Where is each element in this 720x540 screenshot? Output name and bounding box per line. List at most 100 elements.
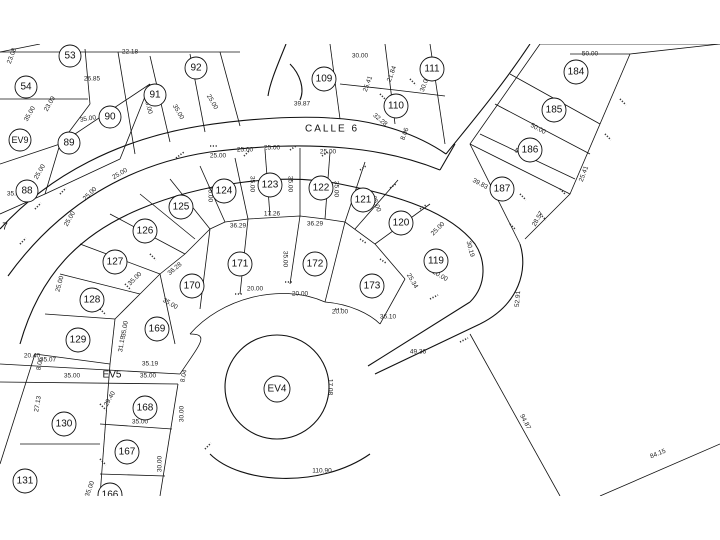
svg-text:121: 121 <box>355 195 372 206</box>
dim-label: 20.40 <box>24 353 41 360</box>
dim-label: 50.00 <box>529 122 547 136</box>
svg-text:185: 185 <box>546 105 563 116</box>
svg-text:92: 92 <box>190 63 202 74</box>
lot-172: 172 <box>302 251 328 277</box>
dim-label: 35.00 <box>64 373 81 380</box>
dim-label: 20.00 <box>292 291 309 298</box>
dim-label: 25.00 <box>111 167 129 181</box>
dim-label: 36.29 <box>307 221 324 228</box>
lot-122: 122 <box>308 175 334 201</box>
svg-text:54: 54 <box>20 82 32 93</box>
svg-text:169: 169 <box>149 324 166 335</box>
dim-label: 32.28 <box>372 112 389 128</box>
dim-label: 25.00 <box>205 93 219 111</box>
lot-126: 126 <box>132 218 158 244</box>
lot-128: 128 <box>79 287 105 313</box>
dim-label: 30.19 <box>465 240 476 258</box>
dim-label: 50.00 <box>582 51 599 58</box>
svg-text:109: 109 <box>316 74 333 85</box>
lot-185: 185 <box>541 97 567 123</box>
dim-label: 49.36 <box>410 349 427 356</box>
dim-label: 23.09 <box>43 95 57 113</box>
lot-131: 131 <box>12 468 38 494</box>
lot-ev4: EV4 <box>263 375 291 403</box>
lot-166: 166 <box>97 482 123 497</box>
svg-text:91: 91 <box>149 90 161 101</box>
lot-127: 127 <box>102 249 128 275</box>
svg-text:127: 127 <box>107 257 124 268</box>
svg-text:171: 171 <box>232 259 249 270</box>
lot-119: 119 <box>423 248 449 274</box>
lot-186: 186 <box>517 137 543 163</box>
block-southwest <box>0 333 202 496</box>
svg-text:128: 128 <box>84 295 101 306</box>
svg-text:124: 124 <box>216 186 233 197</box>
dim-label: 25.00 <box>320 149 337 156</box>
svg-text:111: 111 <box>424 64 440 75</box>
dim-label: 35.00 <box>140 373 157 380</box>
lot-167: 167 <box>114 439 140 465</box>
dim-label: 30.00 <box>179 405 186 422</box>
dim-label: 25.00 <box>264 145 281 152</box>
svg-text:131: 131 <box>17 476 34 487</box>
svg-text:53: 53 <box>64 51 76 62</box>
dim-label: 35.00 <box>132 419 149 426</box>
dim-label: 35.00 <box>143 97 154 115</box>
dim-label: 35.00 <box>79 114 97 124</box>
svg-text:168: 168 <box>137 403 154 414</box>
dim-label: 84.15 <box>649 448 667 461</box>
svg-text:90: 90 <box>104 112 116 123</box>
lot-173: 173 <box>359 273 385 299</box>
subdivision-plat-map: 39.87 32.28 25.00 25.00 25.00 25.00 35.0… <box>0 44 720 496</box>
svg-text:170: 170 <box>184 281 201 292</box>
dim-label: 8.06 <box>35 357 44 371</box>
dim-label: 35.00 <box>84 480 96 496</box>
svg-text:119: 119 <box>428 256 444 267</box>
cul-de-sac-ev4 <box>209 334 371 479</box>
dim-label: 35.00 <box>333 181 340 198</box>
svg-text:EV9: EV9 <box>11 135 28 145</box>
svg-text:130: 130 <box>56 419 73 430</box>
svg-text:167: 167 <box>119 447 136 458</box>
lot-7-partial: 7 <box>2 222 8 233</box>
corner-ticks <box>19 78 627 466</box>
svg-text:125: 125 <box>173 202 190 213</box>
dim-label: 36.10 <box>380 314 397 321</box>
dim-label: 17.26 <box>264 211 281 218</box>
lot-184: 184 <box>563 59 589 85</box>
dim-label: 39.87 <box>294 101 311 108</box>
lot-187: 187 <box>489 176 515 202</box>
open-space-ev5: EV5 <box>103 370 122 381</box>
street-edges <box>0 44 531 375</box>
dim-label: 110.90 <box>312 468 332 475</box>
lot-171: 171 <box>227 251 253 277</box>
dim-label: 35.19 <box>142 361 159 368</box>
svg-text:184: 184 <box>568 67 585 78</box>
svg-text:186: 186 <box>522 145 539 156</box>
dim-label: 20.00 <box>332 309 349 316</box>
lot-129: 129 <box>65 327 91 353</box>
dim-label: 35.00 <box>7 191 24 198</box>
dim-label: 35.00 <box>171 103 185 121</box>
svg-text:172: 172 <box>307 259 324 270</box>
svg-text:166: 166 <box>102 490 119 497</box>
dim-label: 35.07 <box>40 357 57 364</box>
lot-170: 170 <box>179 273 205 299</box>
dim-label: 23.08 <box>6 47 18 65</box>
dim-label: 36.29 <box>230 223 247 230</box>
dim-label: 35.00 <box>287 176 294 193</box>
dim-label: 25.00 <box>33 163 47 181</box>
dim-label: 25.34 <box>405 272 419 290</box>
lot-90: 90 <box>98 105 122 129</box>
dim-label: 25.00 <box>55 275 66 293</box>
dim-label: 25.00 <box>82 186 99 203</box>
lot-130: 130 <box>51 411 77 437</box>
lot-110: 110 <box>383 93 409 119</box>
dim-label: 35.00 <box>120 320 130 338</box>
dim-label: 22.18 <box>122 49 139 56</box>
lot-89: 89 <box>57 131 81 155</box>
lot-92: 92 <box>184 56 208 80</box>
dim-label: 52.91 <box>514 290 522 307</box>
svg-text:126: 126 <box>137 226 154 237</box>
lot-88: 88 <box>15 179 39 203</box>
